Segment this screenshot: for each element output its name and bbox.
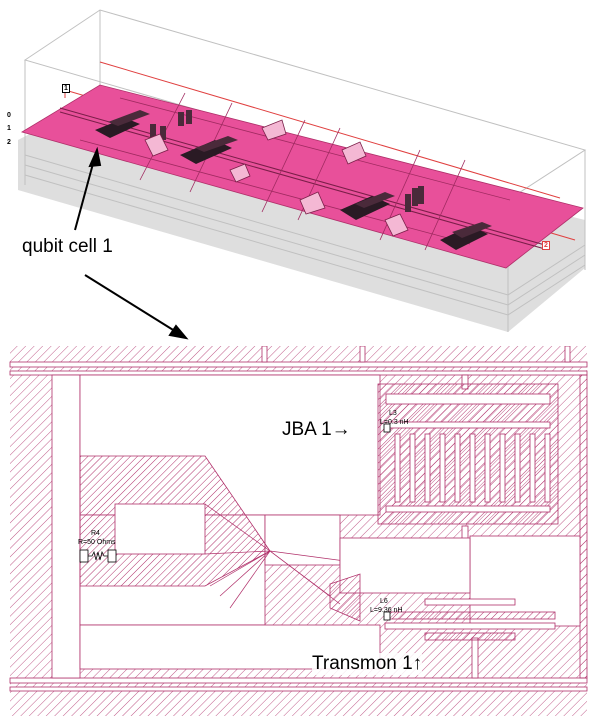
callout-arrow-2 [84,274,189,340]
transmon-box [339,537,471,594]
qubit-cell-callout: qubit cell 1 [22,236,113,257]
resistor-name: R4 [91,530,100,537]
callout-arrow-1 [74,146,102,231]
fanout-lines [204,503,346,609]
jba-label: JBA 1→ [282,419,351,441]
inductor-transmon-value: L=9.36 nH [370,607,403,614]
transmon-label: Transmon 1↑ [312,653,423,675]
transmon-taper [329,573,361,622]
layer-label-0: 0 [7,112,11,119]
resistor-inner [114,503,206,555]
port-marker-1: 1 [62,84,70,93]
inductor-transmon-name: L6 [380,598,388,605]
bond-pads-3d [144,119,409,237]
qubit-cell-1-3d [95,110,166,140]
layout-3d-view [18,9,587,340]
resistor-value: R=50 Ohms [78,539,116,546]
layer-label-2: 2 [7,139,11,146]
feedline-detail [9,361,588,692]
qubit-cell-4-3d [440,222,492,250]
layout-detail-view [9,346,588,716]
feedline [59,107,546,250]
qubit-cell-3-3d [340,186,424,220]
resistor-symbol [79,549,117,563]
layer-label-1: 1 [7,125,11,132]
inductor-jba-name: L3 [389,410,397,417]
inductor-markers [383,423,391,621]
port-marker-2: 2 [542,241,550,250]
inductor-jba-value: L=0.3 nH [380,419,409,426]
jba-frame [377,383,559,525]
qubit-cell-2-3d [178,110,238,164]
